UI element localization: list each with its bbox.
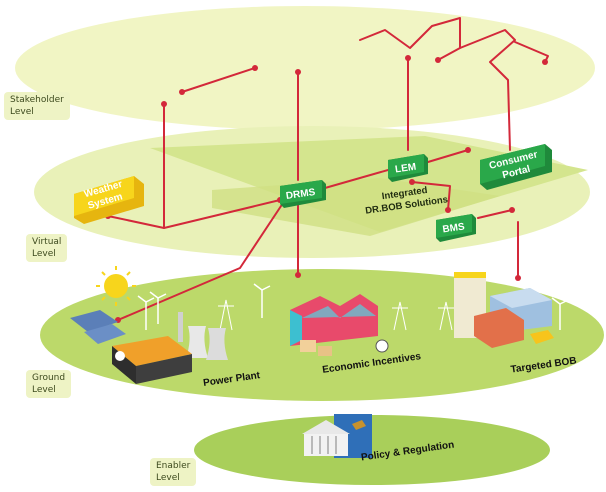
enabler-level-line2: Level <box>156 473 180 483</box>
drms-box: DRMS <box>280 180 326 208</box>
pylon-icons <box>218 299 454 331</box>
consumer-portal-box: Consumer Portal <box>480 144 552 190</box>
lem-box: LEM <box>388 154 428 182</box>
policy-building-icon <box>302 414 372 458</box>
weather-system-box: Weather System <box>74 176 144 224</box>
wind-turbine-icons <box>137 283 569 330</box>
virtual-level-label: Virtual Level <box>26 234 68 262</box>
enabler-level-label: Enabler Level <box>150 458 197 486</box>
virtual-level-line2: Level <box>32 249 56 259</box>
bms-box: BMS <box>436 214 476 242</box>
buildings-icon <box>454 272 554 348</box>
lem-label: LEM <box>394 162 416 176</box>
power-plant-icon <box>112 336 192 384</box>
bms-label: BMS <box>442 221 466 235</box>
connector-lines <box>107 17 549 321</box>
stakeholder-layer <box>15 6 595 130</box>
ground-level-label: Ground Level <box>26 370 72 398</box>
stakeholder-level-line2: Level <box>10 107 34 117</box>
ground-level-line2: Level <box>32 385 56 395</box>
ground-level-line1: Ground <box>32 373 66 383</box>
sun-icon <box>96 266 136 306</box>
drms-label: DRMS <box>285 187 316 202</box>
economic-incentives-icon <box>290 294 389 356</box>
stakeholder-level-label: Stakeholder Level <box>4 92 70 120</box>
solar-panels-icon <box>70 310 126 344</box>
enabler-level-line1: Enabler <box>156 461 191 471</box>
cooling-tower-icons <box>178 312 228 360</box>
stakeholder-level-line1: Stakeholder <box>10 95 64 105</box>
virtual-level-line1: Virtual <box>32 237 62 247</box>
